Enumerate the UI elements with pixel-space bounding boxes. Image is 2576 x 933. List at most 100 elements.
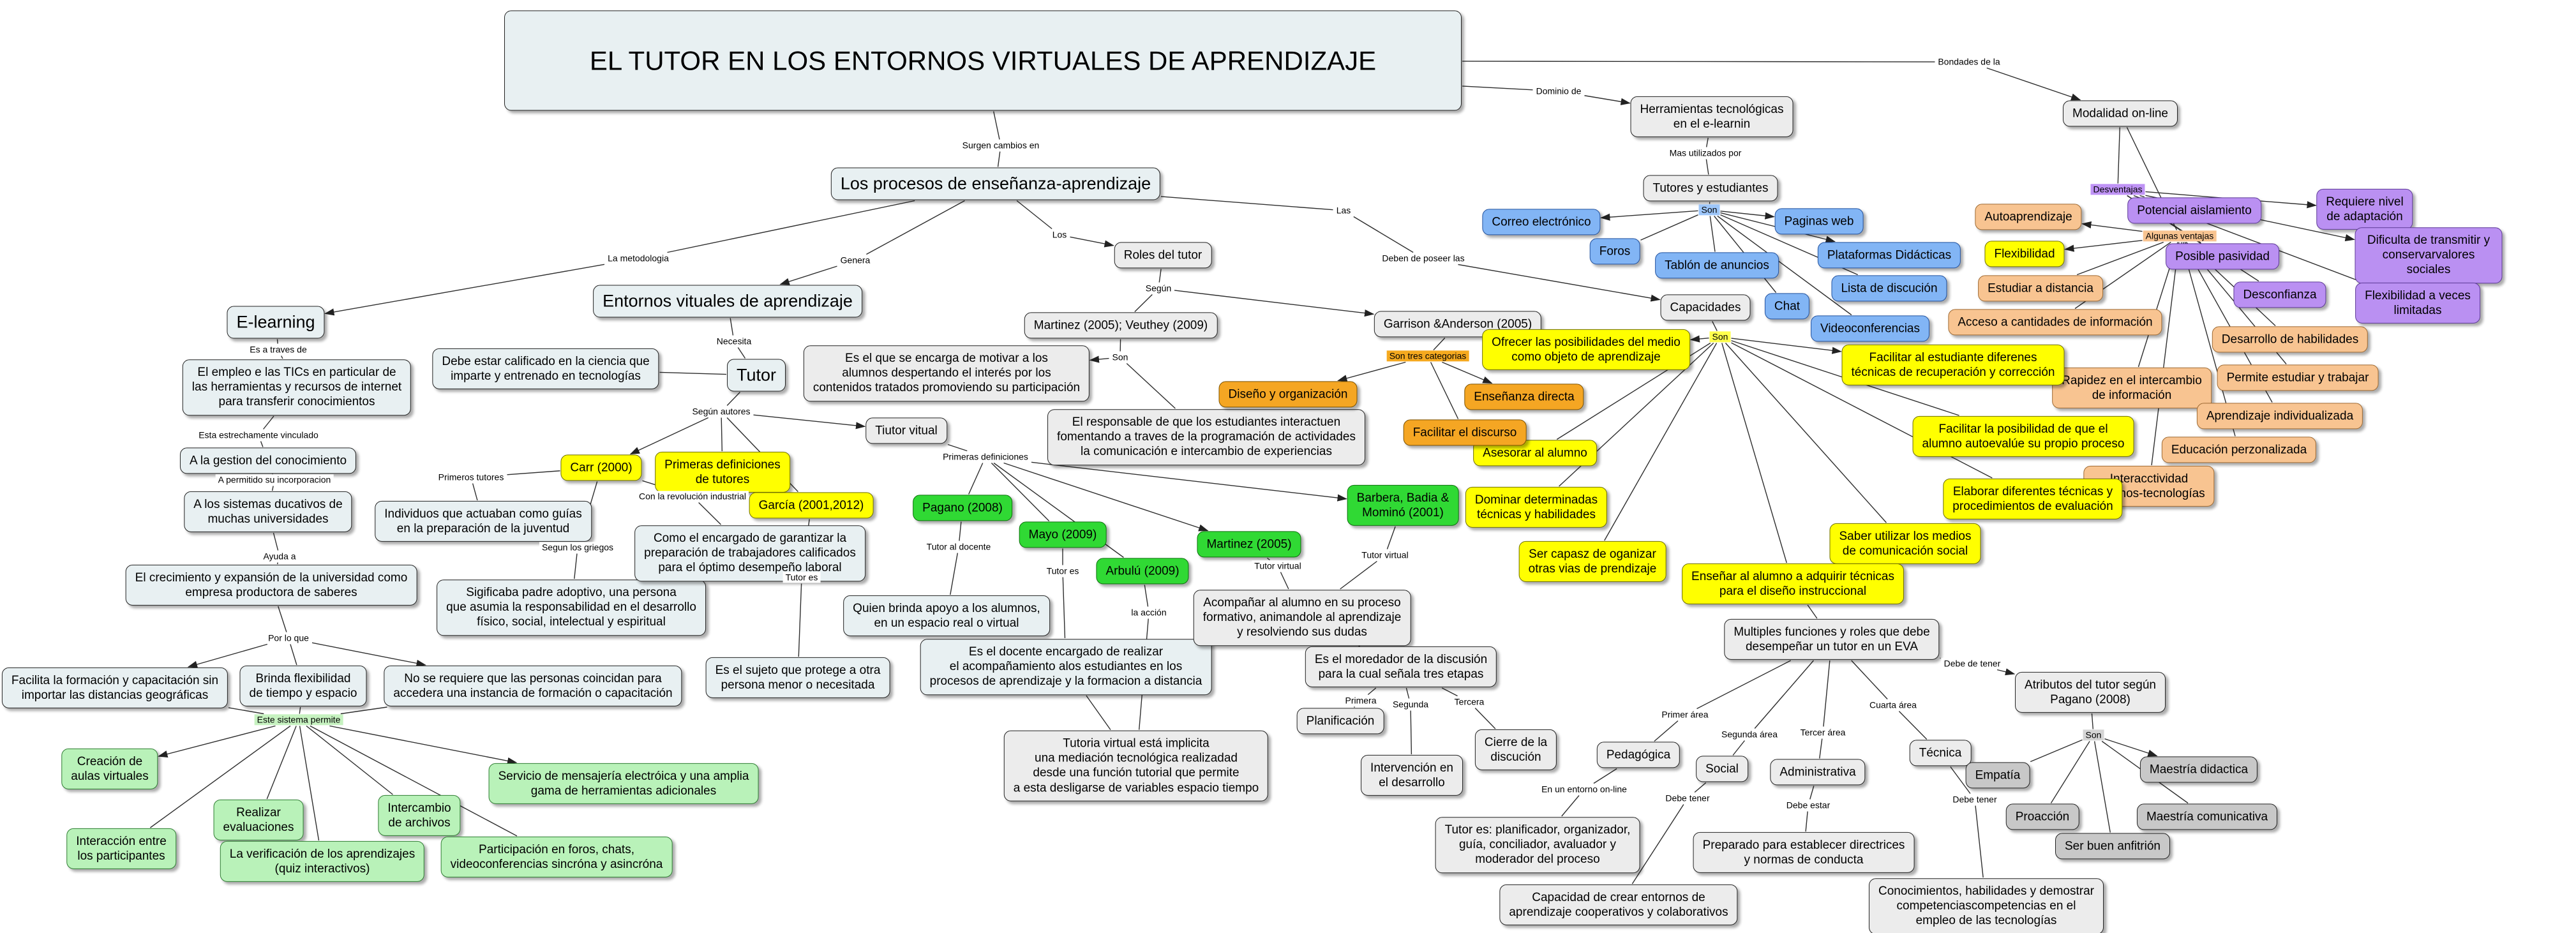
- concept-modalidad[interactable]: Modalidad on-line: [2063, 100, 2178, 127]
- concept-dificulta[interactable]: Dificulta de transmitir y conservarvalor…: [2355, 227, 2503, 283]
- link-label-lab_tutor_virtual2[interactable]: Tutor virtual: [1359, 549, 1411, 561]
- concept-moderador[interactable]: Es el moredador de la discusión para la …: [1305, 646, 1497, 688]
- concept-crecimiento[interactable]: El crecimiento y expansión de la univers…: [125, 564, 417, 606]
- link-label-lab_son_gray[interactable]: Son: [2083, 729, 2104, 741]
- concept-lista[interactable]: Lista de discución: [1831, 275, 1947, 302]
- link-label-lab_genera[interactable]: Genera: [837, 255, 873, 266]
- concept-pedagogica[interactable]: Pedagógica: [1596, 742, 1681, 768]
- link-label-lab_segunda[interactable]: Segunda: [1389, 699, 1432, 710]
- link-label-lab_primer_area[interactable]: Primer área: [1659, 709, 1711, 720]
- concept-herramientas[interactable]: Herramientas tecnológicas en el e-learni…: [1630, 96, 1793, 138]
- concept-intervencion[interactable]: Intervención en el desarrollo: [1361, 754, 1463, 796]
- link-label-lab_tutor_docente[interactable]: Tutor al docente: [924, 541, 994, 553]
- concept-roles[interactable]: Roles del tutor: [1114, 242, 1212, 269]
- concept-martinez2005[interactable]: Martinez (2005): [1197, 531, 1301, 558]
- link-label-lab_algunas[interactable]: Algunas ventajas: [2143, 230, 2217, 242]
- concept-administrativa[interactable]: Administrativa: [1770, 759, 1866, 786]
- concept-desconfianza[interactable]: Desconfianza: [2233, 281, 2326, 308]
- link-label-lab_tercer_area[interactable]: Tercer área: [1797, 727, 1848, 738]
- concept-aprendizaje_ind[interactable]: Aprendizaje individualizada: [2196, 403, 2363, 429]
- concept-facilitar_estudiante[interactable]: Facilitar al estudiante diferenes técnic…: [1841, 344, 2065, 386]
- link-label-lab_segun[interactable]: Según: [1142, 283, 1174, 294]
- concept-capacidades[interactable]: Capacidades: [1660, 294, 1751, 321]
- concept-tutores_est[interactable]: Tutores y estudiantes: [1643, 175, 1778, 202]
- concept-dominar[interactable]: Dominar determinadas técnicas y habilida…: [1465, 486, 1608, 528]
- concept-proaccion[interactable]: Proacción: [2005, 803, 2079, 830]
- concept-elearning[interactable]: E-learning: [227, 306, 325, 339]
- concept-sistemas[interactable]: A los sistemas ducativos de muchas unive…: [184, 491, 352, 533]
- concept-paginas[interactable]: Paginas web: [1774, 208, 1864, 235]
- link-label-lab_debe_tener1[interactable]: Debe tener: [1663, 793, 1712, 804]
- link-label-lab_son_yellow[interactable]: Son: [1709, 331, 1731, 343]
- concept-elaborar[interactable]: Elaborar diferentes técnicas y procedimi…: [1943, 478, 2123, 520]
- concept-facilita[interactable]: Facilita la formación y capacitación sin…: [1, 667, 228, 709]
- concept-requiere[interactable]: Requiere nivel de adaptación: [2316, 188, 2413, 230]
- concept-foros[interactable]: Foros: [1589, 238, 1640, 265]
- concept-preparado[interactable]: Preparado para establecer directrices y …: [1693, 832, 1915, 874]
- concept-educacion[interactable]: Educación perzonalizada: [2161, 437, 2317, 463]
- concept-plataformas[interactable]: Plataformas Didácticas: [1817, 242, 1961, 269]
- link-label-lab_tercera[interactable]: Tercera: [1451, 696, 1487, 708]
- link-label-lab_revolucion[interactable]: Con la revolución industrial: [636, 491, 749, 502]
- concept-saber[interactable]: Saber utilizar los medios de comunicació…: [1829, 523, 1981, 565]
- link-label-lab_tutor_es_garcia[interactable]: Tutor es: [783, 572, 821, 583]
- link-label-lab_surgen[interactable]: Surgen cambios en: [959, 140, 1042, 151]
- link-label-lab_segunda_area[interactable]: Segunda área: [1719, 729, 1780, 740]
- link-label-lab_permitido[interactable]: A permitido su incorporacion: [215, 474, 334, 486]
- concept-ensenar[interactable]: Enseñar al alumno a adquirir técnicas pa…: [1682, 563, 1904, 605]
- link-label-lab_segun_autores[interactable]: Según autores: [689, 406, 753, 417]
- concept-creacion[interactable]: Creación de aulas virtuales: [61, 748, 158, 790]
- concept-garcia[interactable]: García (2001,2012): [749, 492, 874, 519]
- concept-potencial[interactable]: Potencial aislamiento: [2127, 197, 2261, 224]
- link-label-lab_son_blue[interactable]: Son: [1698, 204, 1720, 216]
- concept-primeras_def_tutores[interactable]: Primeras definiciones de tutores: [655, 451, 790, 493]
- concept-arbulu[interactable]: Arbulú (2009): [1096, 558, 1189, 585]
- concept-ser_capaz[interactable]: Ser capasz de oganizar otras vias de pre…: [1518, 541, 1666, 583]
- link-label-lab_las[interactable]: Las: [1333, 205, 1354, 216]
- concept-rapidez[interactable]: Rapidez en el intercambio de información: [2052, 367, 2212, 409]
- concept-brinda[interactable]: Brinda flexibilidad de tiempo y espacio: [239, 665, 367, 707]
- concept-desarrollo[interactable]: Desarrollo de habilidades: [2212, 326, 2369, 353]
- link-label-lab_los[interactable]: Los: [1049, 229, 1070, 241]
- link-label-lab_debe_de_tener[interactable]: Debe de tener: [1941, 658, 2003, 669]
- concept-ser_buen[interactable]: Ser buen anfitrión: [2055, 833, 2170, 860]
- concept-autoapren[interactable]: Autoaprendizaje: [1975, 204, 2082, 230]
- concept-mayo[interactable]: Mayo (2009): [1019, 521, 1107, 548]
- concept-como_encargado[interactable]: Como el encargado de garantizar la prepa…: [634, 525, 865, 581]
- concept-procesos[interactable]: Los procesos de enseñanza-aprendizaje: [830, 167, 1161, 200]
- concept-estudiar[interactable]: Estudiar a distancia: [1978, 275, 2103, 302]
- link-label-lab_debe_tener2[interactable]: Debe tener: [1950, 794, 2000, 805]
- link-label-lab_son_mv[interactable]: Son: [1109, 352, 1131, 363]
- concept-interaccion[interactable]: Interacción entre los participantes: [66, 828, 176, 870]
- concept-significaba[interactable]: Sigificaba padre adoptivo, una persona q…: [437, 579, 706, 636]
- concept-atributos[interactable]: Atributos del tutor según Pagano (2008): [2015, 671, 2166, 713]
- concept-facilitar_posibilidad[interactable]: Facilitar la posibilidad de que el alumn…: [1912, 415, 2134, 458]
- concept-tutoria_virtual[interactable]: Tutoria virtual está implicita una media…: [1003, 730, 1269, 802]
- concept-conocimientos[interactable]: Conocimientos, habilidades y demostrar c…: [1869, 878, 2104, 933]
- link-label-lab_mas_util[interactable]: Mas utilizados por: [1666, 147, 1744, 159]
- concept-ofrecer[interactable]: Ofrecer las posibilidades del medio como…: [1482, 329, 1690, 371]
- concept-pagano[interactable]: Pagano (2008): [913, 495, 1012, 521]
- link-label-lab_deben[interactable]: Deben de poseer las: [1379, 253, 1467, 264]
- concept-realizar[interactable]: Realizar evaluaciones: [213, 799, 304, 841]
- concept-correo[interactable]: Correo electrónico: [1482, 209, 1601, 235]
- link-label-lab_estrechamente[interactable]: Esta estrechamente vinculado: [196, 429, 321, 441]
- concept-gestion[interactable]: A la gestion del conocimiento: [179, 447, 357, 474]
- link-label-lab_es_traves[interactable]: Es a traves de: [247, 344, 310, 355]
- link-label-lab_entorno_online[interactable]: En un entorno on-line: [1539, 784, 1629, 795]
- concept-permite[interactable]: Permite estudiar y trabajar: [2217, 364, 2379, 391]
- concept-maestria_com[interactable]: Maestría comunicativa: [2136, 803, 2278, 830]
- concept-tablon[interactable]: Tablón de anuncios: [1655, 252, 1779, 279]
- concept-facilitar_discurso[interactable]: Facilitar el discurso: [1403, 419, 1527, 446]
- link-label-lab_la_accion[interactable]: la acción: [1128, 607, 1169, 618]
- concept-acompanar[interactable]: Acompañar al alumno en su proceso format…: [1193, 590, 1411, 646]
- concept-chat[interactable]: Chat: [1764, 293, 1810, 320]
- link-label-lab_segun_griegos[interactable]: Segun los griegos: [539, 542, 617, 553]
- concept-intercambio[interactable]: Intercambio de archivos: [378, 795, 461, 837]
- link-label-lab_necesita[interactable]: Necesita: [714, 336, 754, 347]
- concept-participacion[interactable]: Participación en foros, chats, videoconf…: [440, 836, 673, 878]
- concept-capacidad_crear[interactable]: Capacidad de crear entornos de aprendiza…: [1499, 884, 1738, 926]
- concept-barbera[interactable]: Barbera, Badia & Mominó (2001): [1347, 484, 1459, 526]
- concept-es_docente[interactable]: Es el docente encargado de realizar el a…: [920, 639, 1212, 695]
- concept-planificacion[interactable]: Planificación: [1296, 708, 1384, 735]
